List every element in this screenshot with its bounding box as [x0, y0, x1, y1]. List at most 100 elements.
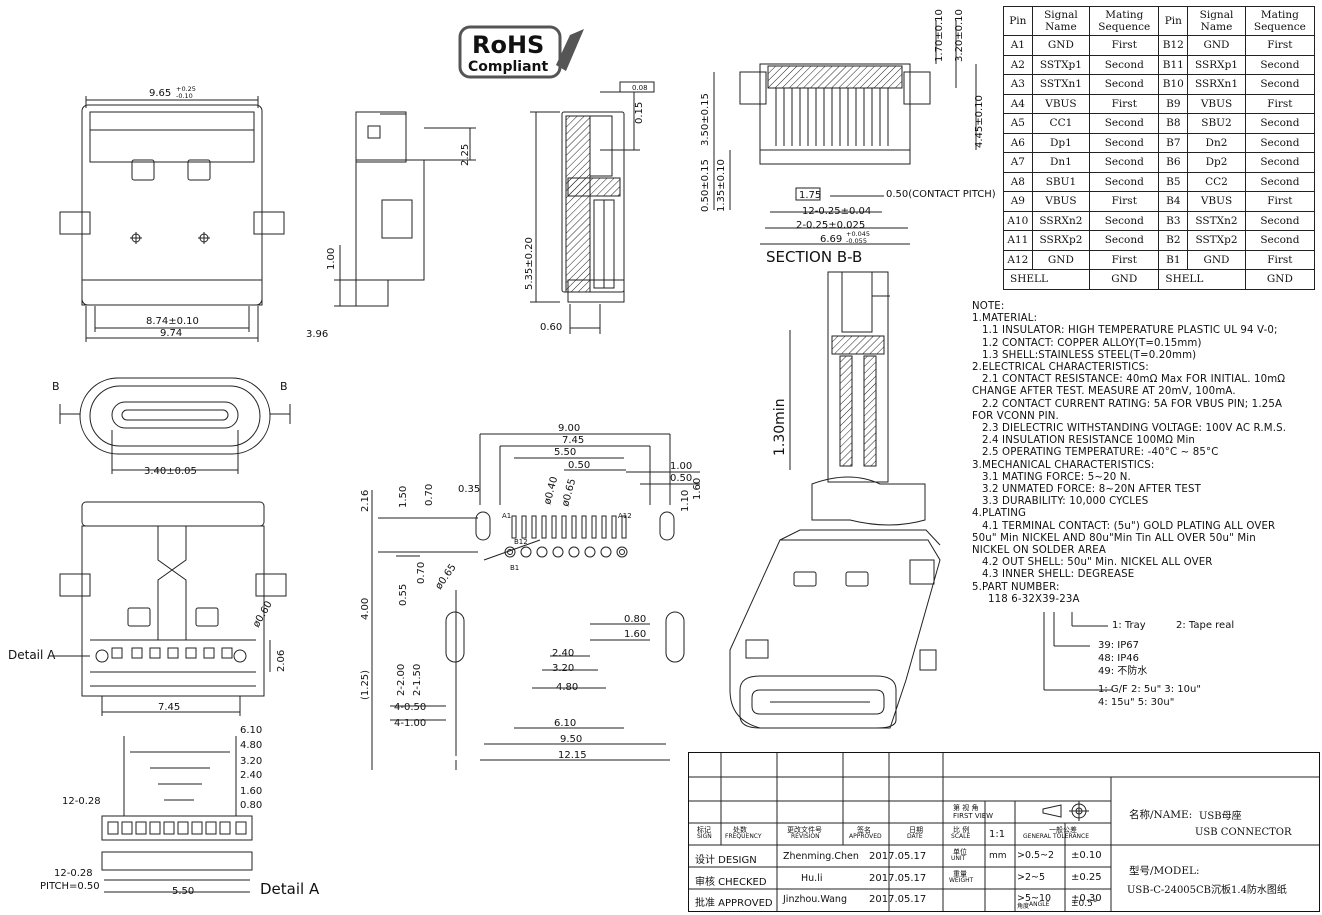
- fp-160b: 1.60: [624, 629, 646, 640]
- dim-445: 4.45±0.10: [974, 95, 985, 148]
- detail-a-label-1: Detail A: [8, 648, 56, 662]
- note-line: 4.1 TERMINAL CONTACT: (5u") GOLD PLATING…: [982, 520, 1276, 532]
- opt-plating-1: 1: G/F 2: 5u" 3: 10u": [1098, 684, 1201, 695]
- note-line: NICKEL ON SOLDER AREA: [972, 545, 1107, 557]
- angle-cn: 角度: [1017, 903, 1030, 910]
- fp-950: 9.50: [560, 734, 582, 745]
- fp-110: 1.10: [680, 490, 691, 512]
- b12-label: B12: [514, 538, 528, 546]
- model-value: USB-C-24005CB沉板1.4防水图纸: [1127, 885, 1287, 896]
- name-cn: USB母座: [1199, 811, 1242, 822]
- first-view-en: FIRST VIEW: [953, 812, 994, 820]
- dim-350: 3.50±0.15: [700, 93, 711, 146]
- fp-1215: 12.15: [558, 750, 587, 761]
- fp-216: 2.16: [360, 490, 371, 512]
- fp-480: 4.80: [556, 682, 578, 693]
- fp-240: 2.40: [552, 648, 574, 659]
- fp-4100: 4-1.00: [394, 718, 426, 729]
- pcb-footprint-view: [371, 433, 700, 770]
- shell-row: SHELL GND SHELL GND: [1002, 269, 1316, 290]
- fp-900: 9.00: [558, 423, 580, 434]
- dim-874: 8.74±0.10: [146, 316, 199, 327]
- da-480: 4.80: [240, 740, 262, 751]
- note-line: FOR VCONN PIN.: [972, 410, 1059, 422]
- col-rev-en: REVISION: [791, 833, 820, 840]
- design-name: Zhenming.Chen: [783, 851, 859, 862]
- approved-label: 批准 APPROVED: [695, 898, 773, 909]
- b-left-label: B: [52, 380, 60, 393]
- note-line: 2.2 CONTACT CURRENT RATING: 5A FOR VBUS …: [982, 398, 1283, 410]
- fp-035: 0.35: [458, 484, 480, 495]
- dim-top-width: 9.65: [149, 88, 171, 99]
- rohs-compliant-logo: RoHS Compliant: [458, 25, 590, 81]
- col-sign: 签名: [857, 826, 871, 834]
- cross-section-view: [530, 81, 655, 334]
- fp-2200: 2-2.00: [396, 664, 407, 696]
- col-count: 处数: [733, 826, 747, 834]
- opt-48: 48: IP46: [1098, 653, 1139, 664]
- fp-100: 1.00: [670, 461, 692, 472]
- note-line: 3.1 MATING FORCE: 5~20 N.: [982, 471, 1131, 483]
- section-bb-view: [713, 20, 977, 245]
- opt-tray: 1: Tray: [1112, 620, 1146, 631]
- col-sign-en: APPROVED: [849, 833, 882, 840]
- dim-top-tol-plus: +0.25: [176, 85, 196, 93]
- fp-065b: ø0.65: [433, 562, 458, 592]
- tol-range: >5~10: [1017, 893, 1052, 904]
- tol-range: >2~5: [1017, 872, 1046, 883]
- tol-value: ±0.10: [1071, 850, 1102, 861]
- dim-pitch-note: 0.50(CONTACT PITCH): [886, 189, 996, 200]
- header-pin-a: Pin: [1003, 6, 1033, 36]
- projection-symbol: [1042, 801, 1089, 821]
- top-view: [59, 96, 285, 342]
- fp-080: 0.80: [624, 614, 646, 625]
- fp-040: ø0.40: [542, 476, 560, 506]
- a12-label: A12: [618, 512, 632, 520]
- dim-225: 2.25: [460, 144, 471, 166]
- fp-050b: 0.50: [670, 473, 692, 484]
- name-en: USB CONNECTOR: [1195, 827, 1292, 838]
- dim-340: 3.40±0.05: [144, 466, 197, 477]
- col-count-en: FREQUENCY: [725, 833, 762, 840]
- fp-2150: 2-1.50: [412, 664, 423, 696]
- col-rev: 更改文件号: [787, 826, 822, 834]
- col-date-en: DATE: [907, 833, 923, 840]
- b-right-label: B: [280, 380, 288, 393]
- note-line: 5.PART NUMBER:: [972, 581, 1060, 593]
- dim-669-minus: -0.055: [846, 237, 867, 245]
- tolerance-en: GENERAL TOLERANCE: [1023, 833, 1090, 840]
- dim-745a: 7.45: [158, 702, 180, 713]
- da-pitch: PITCH=0.50: [40, 881, 100, 892]
- fp-065: ø0.65: [560, 478, 578, 508]
- note-line: 50u" Min NICKEL AND 80u"Min Tin ALL OVER…: [972, 532, 1256, 544]
- scale-cn: 比 例: [953, 826, 970, 834]
- note-line: 4.3 INNER SHELL: DEGREASE: [982, 569, 1135, 581]
- opt-39: 39: IP67: [1098, 640, 1139, 651]
- note-line: 3.3 DURABILITY: 10,000 CYCLES: [982, 496, 1149, 508]
- dim-170: 1.70±0.10: [934, 9, 945, 62]
- design-label: 设计 DESIGN: [695, 855, 757, 866]
- dim-396: 3.96: [306, 329, 328, 340]
- rohs-text: RoHS: [472, 31, 544, 59]
- tolerance-cn: 一般公差: [1049, 826, 1077, 834]
- checked-date: 2017.05.17: [869, 873, 927, 884]
- fp-125: (1.25): [360, 670, 371, 700]
- checked-name: Hu.li: [801, 873, 823, 884]
- first-view-cn: 第 视 角: [953, 804, 979, 812]
- da-320: 3.20: [240, 756, 262, 767]
- dim-320: 3.20±0.10: [954, 9, 965, 62]
- view-labels: SECTION B-B Detail A Detail A B B A1 A12…: [8, 248, 862, 898]
- note-line: 4.2 OUT SHELL: 50u" Min. NICKEL ALL OVER: [982, 557, 1213, 569]
- part-number-leaders: [1043, 612, 1112, 691]
- section-bb-label: SECTION B-B: [766, 248, 862, 266]
- fp-160: 1.60: [692, 478, 703, 500]
- dim-135: 1.35±0.10: [716, 159, 727, 212]
